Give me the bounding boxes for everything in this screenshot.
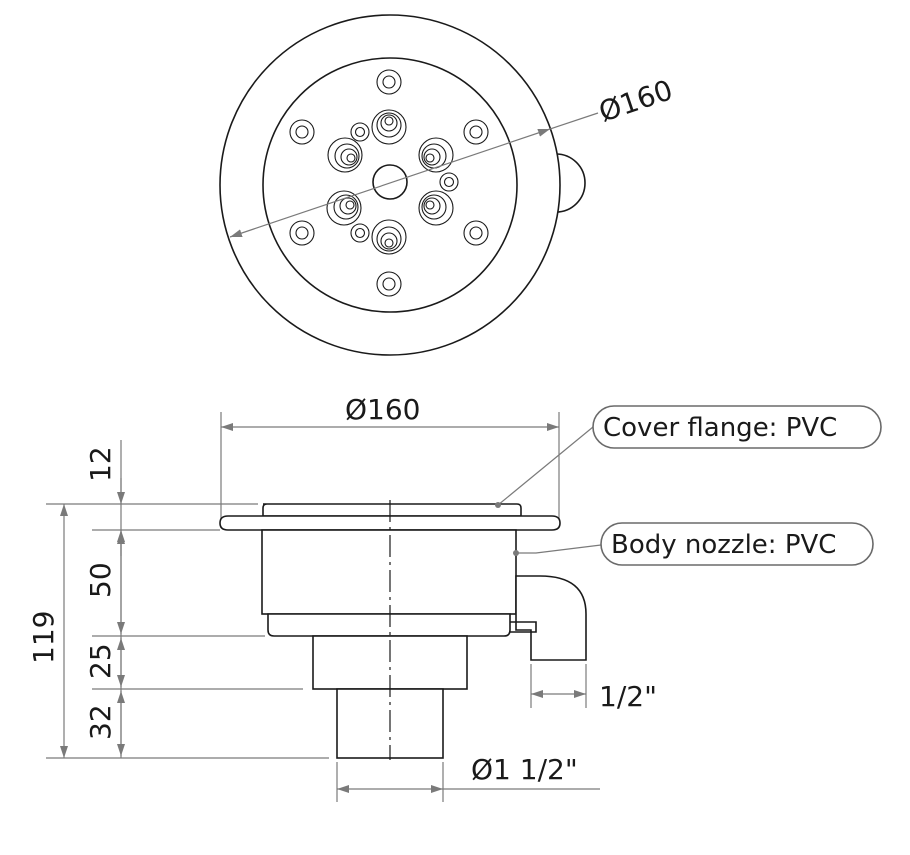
cover-flange-leader-dot [495,502,501,508]
dim-32-label: 32 [84,704,117,740]
body-bottom-ring [267,613,511,637]
dim-50-label: 50 [84,562,117,598]
body-nozzle-leader-dot [513,550,519,556]
width-label: Ø160 [345,393,420,426]
side-view: Ø160 12 50 25 32 119 [27,393,882,802]
side-nozzle-elbow [515,575,587,661]
top-diameter-label: Ø160 [595,73,677,128]
cover-flange [219,515,561,531]
dim-12-label: 12 [84,446,117,482]
callout-body-nozzle: Body nozzle: PVC [600,522,874,566]
cover-flange-leader [497,426,594,506]
callout-body-nozzle-label: Body nozzle: PVC [611,530,836,560]
side-nozzle-connector [510,621,537,633]
nozzle-size-label: 1/2" [599,680,657,713]
outlet-diameter-label: Ø1 1/2" [471,753,578,786]
dim-25-label: 25 [84,643,117,679]
top-diameter-leader [549,112,599,130]
outer-flange-circle [219,14,561,356]
callout-cover-flange: Cover flange: PVC [592,405,882,449]
total-height-label: 119 [27,611,60,664]
nozzle-bump [555,153,586,213]
body [261,529,517,615]
flange-lip [262,503,522,517]
callout-cover-flange-label: Cover flange: PVC [603,413,837,443]
body-nozzle-leader [516,544,602,554]
top-diameter-dim-line [229,128,551,238]
top-view: Ø160 [219,14,677,356]
